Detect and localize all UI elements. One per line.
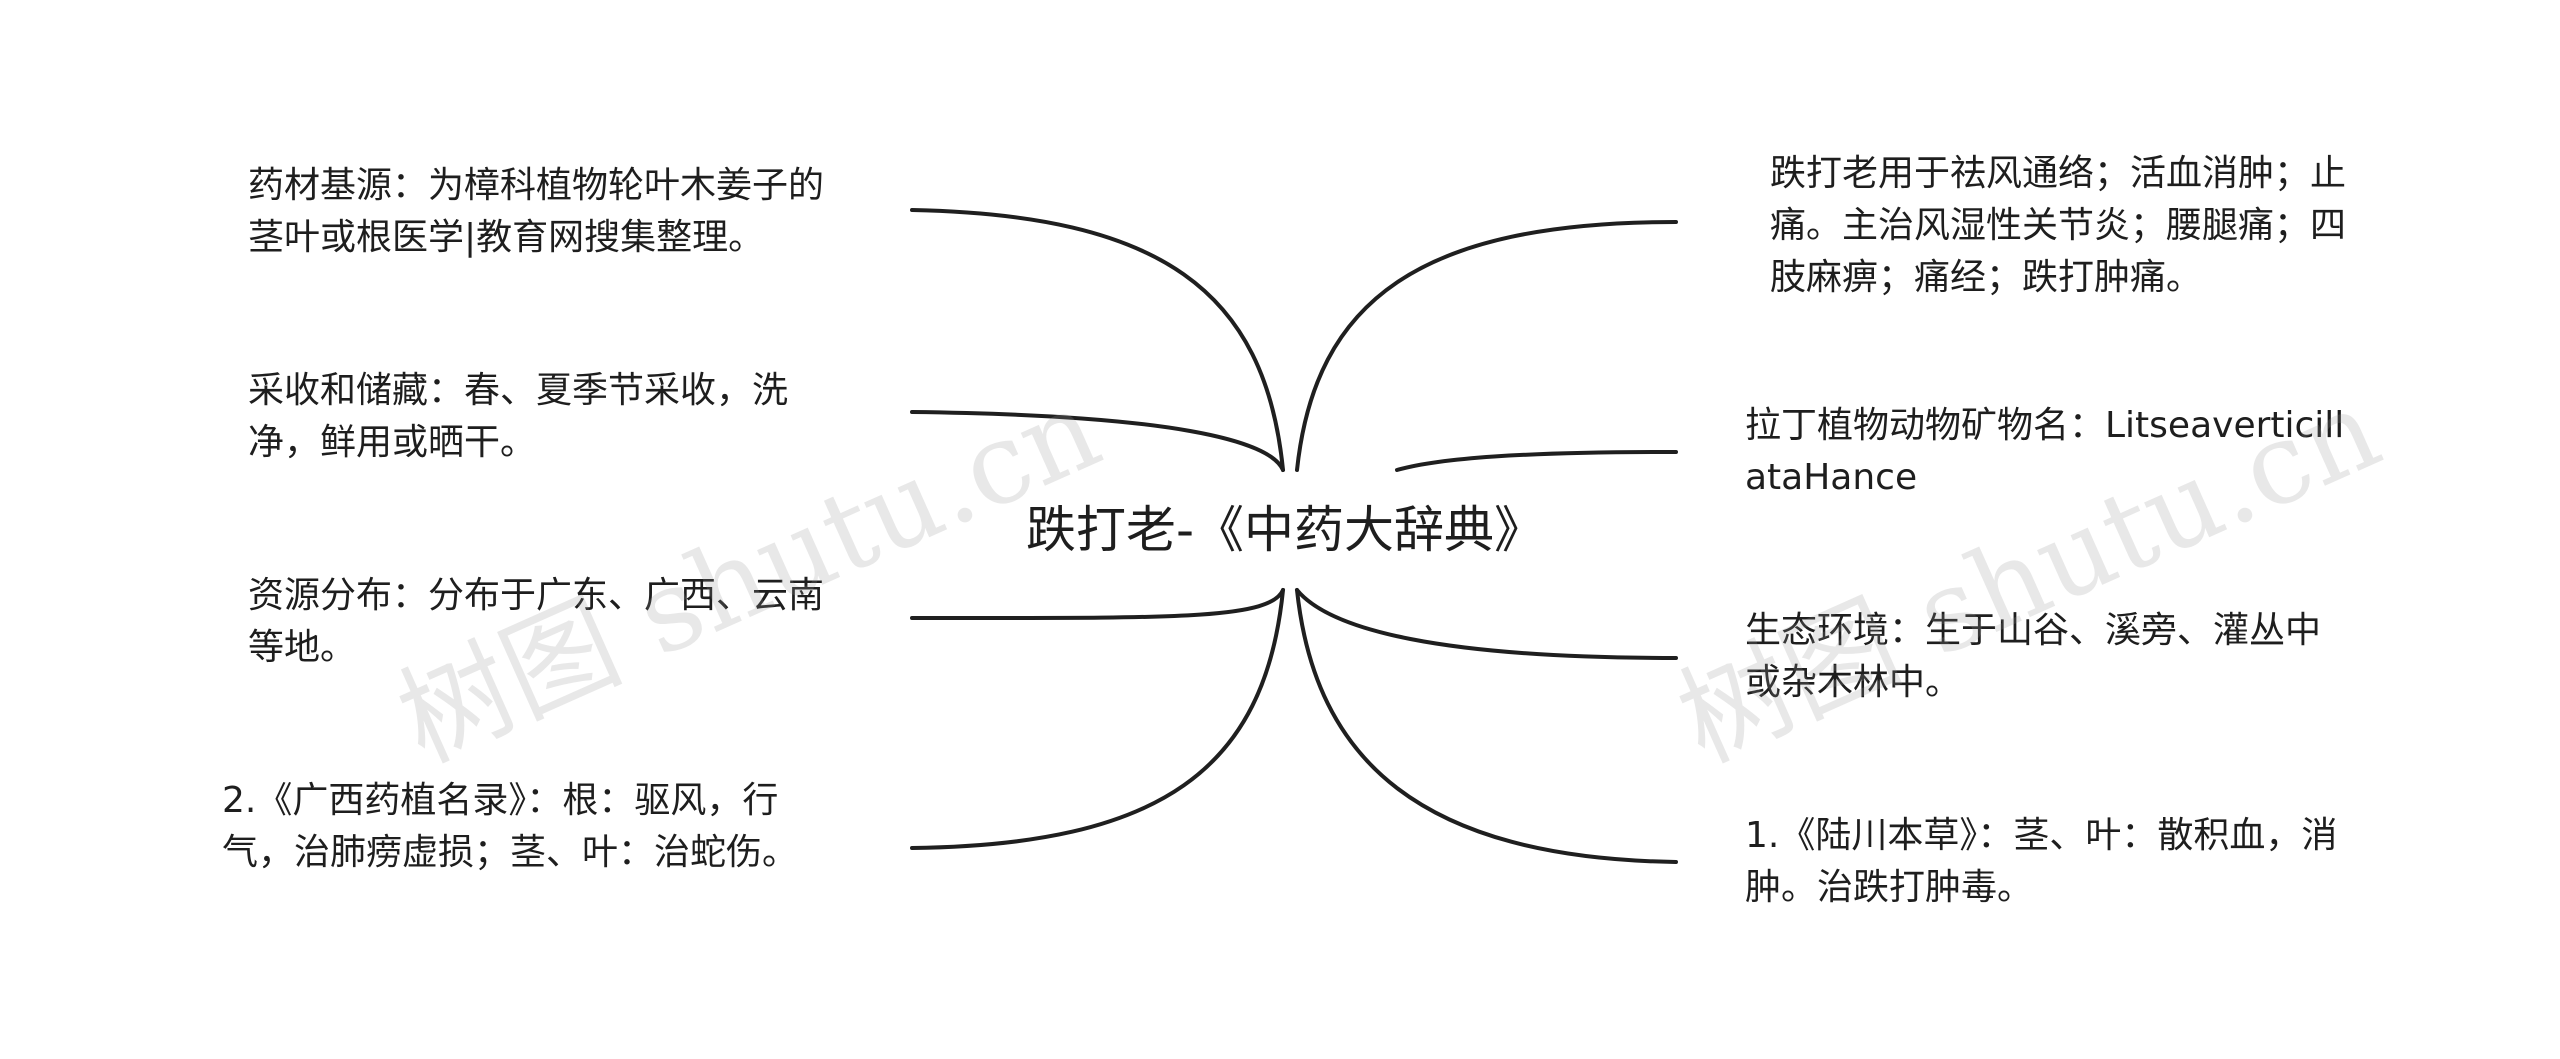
right-node-4[interactable]: 1.《陆川本草》：茎、叶：散积血，消肿。治跌打肿毒。: [1745, 815, 2338, 908]
branch-line-left-3: [910, 588, 1285, 621]
branch-line-right-2: [1395, 450, 1678, 472]
right-node-1[interactable]: 跌打老用于祛风通络；活血消肿；止痛。主治风湿性关节炎；腰腿痛；四肢麻痹；痛经；跌…: [1770, 153, 2347, 298]
branch-line-right-1: [1295, 220, 1678, 472]
left-node-2[interactable]: 采收和储藏：春、夏季节采收，洗净，鲜用或晒干。: [248, 370, 789, 463]
left-node-1[interactable]: 药材基源：为樟科植物轮叶木姜子的茎叶或根医学|教育网搜集整理。: [248, 165, 825, 258]
branch-line-left-2: [910, 410, 1285, 472]
branch-line-left-4: [910, 588, 1285, 850]
branch-line-right-3: [1295, 588, 1678, 660]
branch-lines: [910, 208, 1678, 864]
branch-line-right-4: [1295, 588, 1678, 864]
central-topic[interactable]: 跌打老-《中药大辞典》: [1026, 501, 1545, 559]
left-node-3[interactable]: 资源分布：分布于广东、广西、云南等地。: [248, 575, 825, 668]
right-node-3[interactable]: 生态环境：生于山谷、溪旁、灌丛中或杂木林中。: [1745, 610, 2322, 703]
left-node-4[interactable]: 2.《广西药植名录》：根：驱风，行气，治肺痨虚损；茎、叶：治蛇伤。: [222, 780, 799, 873]
branch-line-left-1: [910, 208, 1285, 472]
right-node-2[interactable]: 拉丁植物动物矿物名：LitseaverticillataHance: [1745, 405, 2345, 498]
